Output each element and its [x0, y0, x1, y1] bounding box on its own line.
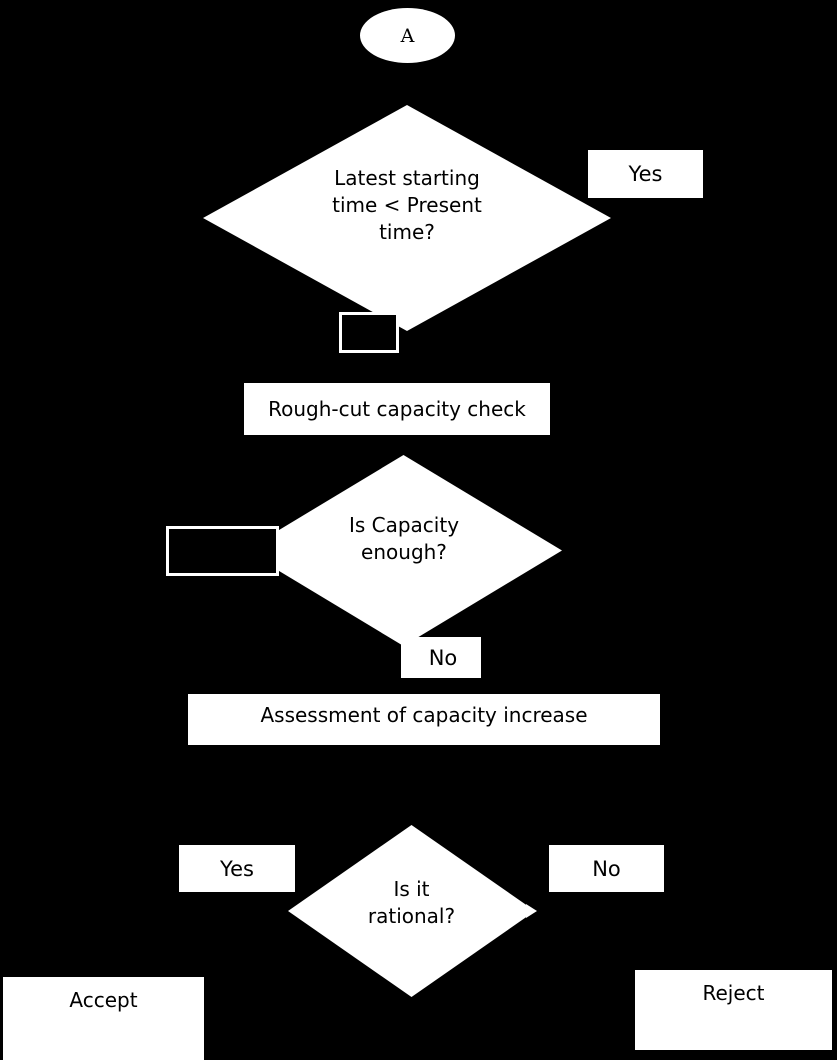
- connector-a-label: A: [400, 24, 415, 47]
- connector-a-ellipse[interactable]: A: [360, 8, 455, 63]
- terminal-accept-label: Accept: [69, 988, 138, 1012]
- process-assessment-of-capacity-increase[interactable]: Assessment of capacity increase: [188, 694, 660, 745]
- label-yes-top-text: Yes: [628, 162, 663, 186]
- label-yes-top: Yes: [588, 150, 703, 198]
- terminal-reject-label: Reject: [702, 981, 765, 1005]
- decision-capacity-text: Is Capacity enough?: [310, 508, 498, 570]
- process-assessment-label: Assessment of capacity increase: [260, 703, 588, 727]
- decision-latest-start-text: Latest starting time < Present time?: [283, 160, 531, 250]
- label-no-rational-text: No: [592, 856, 621, 881]
- label-yes-rational-text: Yes: [220, 856, 254, 881]
- process-rough-cut-label: Rough-cut capacity check: [268, 396, 526, 421]
- decision-rational-line1: Is it: [393, 877, 430, 901]
- label-no-rational: No: [549, 845, 664, 892]
- decision-latest-start-line1: Latest starting: [334, 165, 480, 190]
- terminal-accept[interactable]: Accept: [3, 977, 204, 1060]
- decision-capacity-line1: Is Capacity: [348, 513, 460, 537]
- decision-rational-line2: rational?: [367, 904, 456, 928]
- decision-latest-start-line2: time < Present: [332, 192, 482, 217]
- label-no-capacity: No: [405, 637, 481, 678]
- edge-capacity-to-assessment: [401, 640, 406, 678]
- label-no-top: [339, 312, 399, 353]
- decision-capacity-line2: enough?: [361, 540, 447, 564]
- arrow-rational-to-no: [526, 904, 537, 918]
- terminal-reject[interactable]: Reject: [635, 970, 832, 1050]
- process-rough-cut-capacity-check[interactable]: Rough-cut capacity check: [244, 383, 550, 435]
- label-yes-capacity: [166, 526, 279, 576]
- decision-rational-text: Is it rational?: [338, 872, 485, 934]
- label-yes-rational: Yes: [179, 845, 295, 892]
- edge-assessment-to-rational: [409, 800, 413, 835]
- decision-latest-start-line3: time?: [379, 219, 435, 244]
- label-no-capacity-text: No: [428, 645, 458, 670]
